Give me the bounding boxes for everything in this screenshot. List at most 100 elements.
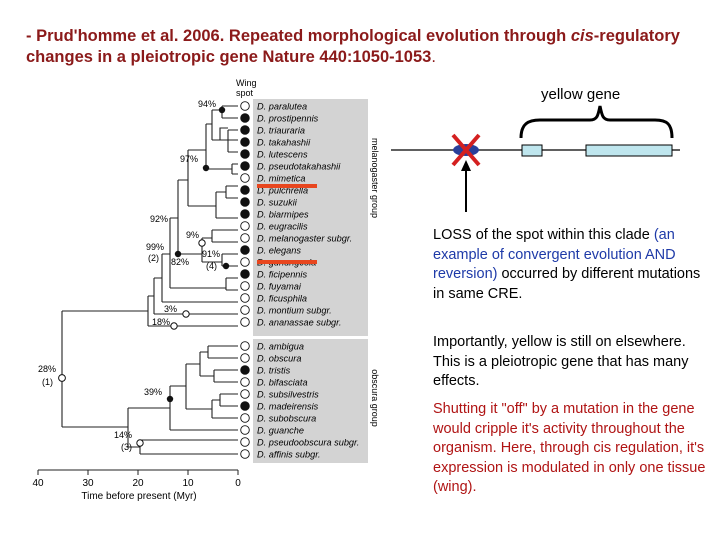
wing-spot-marker (240, 293, 250, 303)
wing-spot-marker (240, 173, 250, 183)
species-label: D. pseudotakahashii (257, 162, 341, 172)
node-label: (3) (121, 442, 132, 452)
title-italic: cis (570, 27, 594, 45)
node-label: (4) (206, 261, 217, 271)
axis-ticks: 40 30 20 10 0 (32, 478, 241, 489)
species-label: D. fuyamai (257, 282, 302, 292)
node-label: 91% (202, 249, 220, 259)
melanogaster-panel (253, 99, 368, 336)
axis-tick-label: 30 (82, 478, 94, 489)
wing-spot-marker (240, 353, 250, 363)
species-label: D. madeirensis (257, 402, 319, 412)
group-label-obscura: obscura group (370, 369, 380, 427)
exon-1 (521, 144, 543, 157)
node-dot (166, 395, 174, 403)
wing-spot-marker (240, 233, 250, 243)
node-dot (222, 262, 230, 270)
node-dot (58, 374, 66, 382)
gene-bracket (519, 105, 674, 139)
wing-spot-marker (240, 197, 250, 207)
node-label: 18% (152, 317, 170, 327)
wing-spot-marker (240, 101, 250, 111)
axis-tick-label: 10 (182, 478, 194, 489)
cre-element (453, 144, 479, 156)
wing-spot-marker (240, 449, 250, 459)
species-label: D. tristis (257, 366, 291, 376)
tree-branches (61, 105, 238, 455)
species-label: D. suzukii (257, 198, 298, 208)
wing-spot-marker (240, 365, 250, 375)
species-label: D. elegans (257, 246, 301, 256)
wing-spot-marker (240, 113, 250, 123)
wing-spot-marker (240, 245, 250, 255)
red-marker-gunungcola (257, 260, 317, 264)
mutation-arrow-head (461, 160, 471, 171)
species-label: D. ambigua (257, 342, 304, 352)
node-label: 28% (38, 364, 56, 374)
axis-tick-label: 40 (32, 478, 44, 489)
node-labels: 94% 97% 92% 99% (2) 82% 9% 91% (4) 3% 18… (38, 99, 220, 452)
node-label: 92% (150, 214, 168, 224)
node-label: 99% (146, 242, 164, 252)
species-label: D. prostipennis (257, 114, 319, 124)
species-label: D. montium subgr. (257, 306, 332, 316)
wing-spot-marker (240, 305, 250, 315)
node-label: (1) (42, 377, 53, 387)
wing-spot-marker (240, 269, 250, 279)
block1-tail: occurred by different mutations in same … (433, 266, 701, 302)
wing-spot-marker (240, 257, 250, 267)
red-marker-mimetica (257, 184, 317, 188)
species-label: D. triauraria (257, 126, 305, 136)
obscura-panel (253, 339, 368, 463)
species-label: D. obscura (257, 354, 301, 364)
species-label: D. mimetica (257, 174, 306, 184)
species-label: D. ananassae subgr. (257, 318, 341, 328)
species-label: D. biarmipes (257, 210, 309, 220)
red-x-stroke-2 (451, 133, 481, 167)
species-label: D. ficusphila (257, 294, 307, 304)
species-label: D. affinis subgr. (257, 450, 321, 460)
wing-spot-marker (240, 317, 250, 327)
title-main: - Prud'homme et al. 2006. Repeated morph… (26, 27, 571, 45)
axis-tick-label: 20 (132, 478, 144, 489)
node-dot (170, 322, 178, 330)
slide-title: - Prud'homme et al. 2006. Repeated morph… (26, 26, 706, 68)
species-label: D. subobscura (257, 414, 316, 424)
wing-spot-marker (240, 413, 250, 423)
species-label: D. eugracilis (257, 222, 308, 232)
species-label: D. lutescens (257, 150, 308, 160)
node-dot (198, 239, 206, 247)
title-rest: -regulatory changes in a pleiotropic gen… (26, 27, 680, 66)
node-dot (136, 439, 144, 447)
node-markers (58, 106, 230, 447)
species-label: D. guanche (257, 426, 304, 436)
wing-spot-marker (240, 221, 250, 231)
group-label-melanogaster: melanogaster group (370, 138, 380, 218)
node-dot (218, 106, 226, 114)
species-label: D. takahashii (257, 138, 311, 148)
node-label: 14% (114, 430, 132, 440)
node-label: 39% (144, 387, 162, 397)
wing-spot-marker (240, 161, 250, 171)
species-label: D. bifasciata (257, 378, 308, 388)
gene-label: yellow gene (541, 86, 621, 103)
node-label: 9% (186, 230, 199, 240)
text-block-pleiotropic: Importantly, yellow is still on elsewher… (433, 334, 689, 389)
title-end: . (431, 48, 436, 66)
species-label: D. pseudoobscura subgr. (257, 438, 359, 448)
node-label: (2) (148, 253, 159, 263)
wing-spot-marker (240, 437, 250, 447)
wing-spot-marker (240, 137, 250, 147)
species-label: D. paralutea (257, 102, 307, 112)
phylogeny-figure: Wing spot melanogaster group obscura gro… (32, 78, 380, 502)
node-label: 3% (164, 304, 177, 314)
species-label: D. subsilvestris (257, 390, 319, 400)
node-label: 97% (180, 154, 198, 164)
species-label: D. ficipennis (257, 270, 307, 280)
wing-spot-header-1: Wing (236, 78, 257, 88)
node-dot (202, 164, 210, 172)
wing-spot-header-2: spot (236, 88, 254, 98)
exon-2 (585, 144, 673, 157)
axis-tick-label: 0 (235, 478, 241, 489)
block1-lead: LOSS of the spot within this clade (433, 227, 654, 243)
